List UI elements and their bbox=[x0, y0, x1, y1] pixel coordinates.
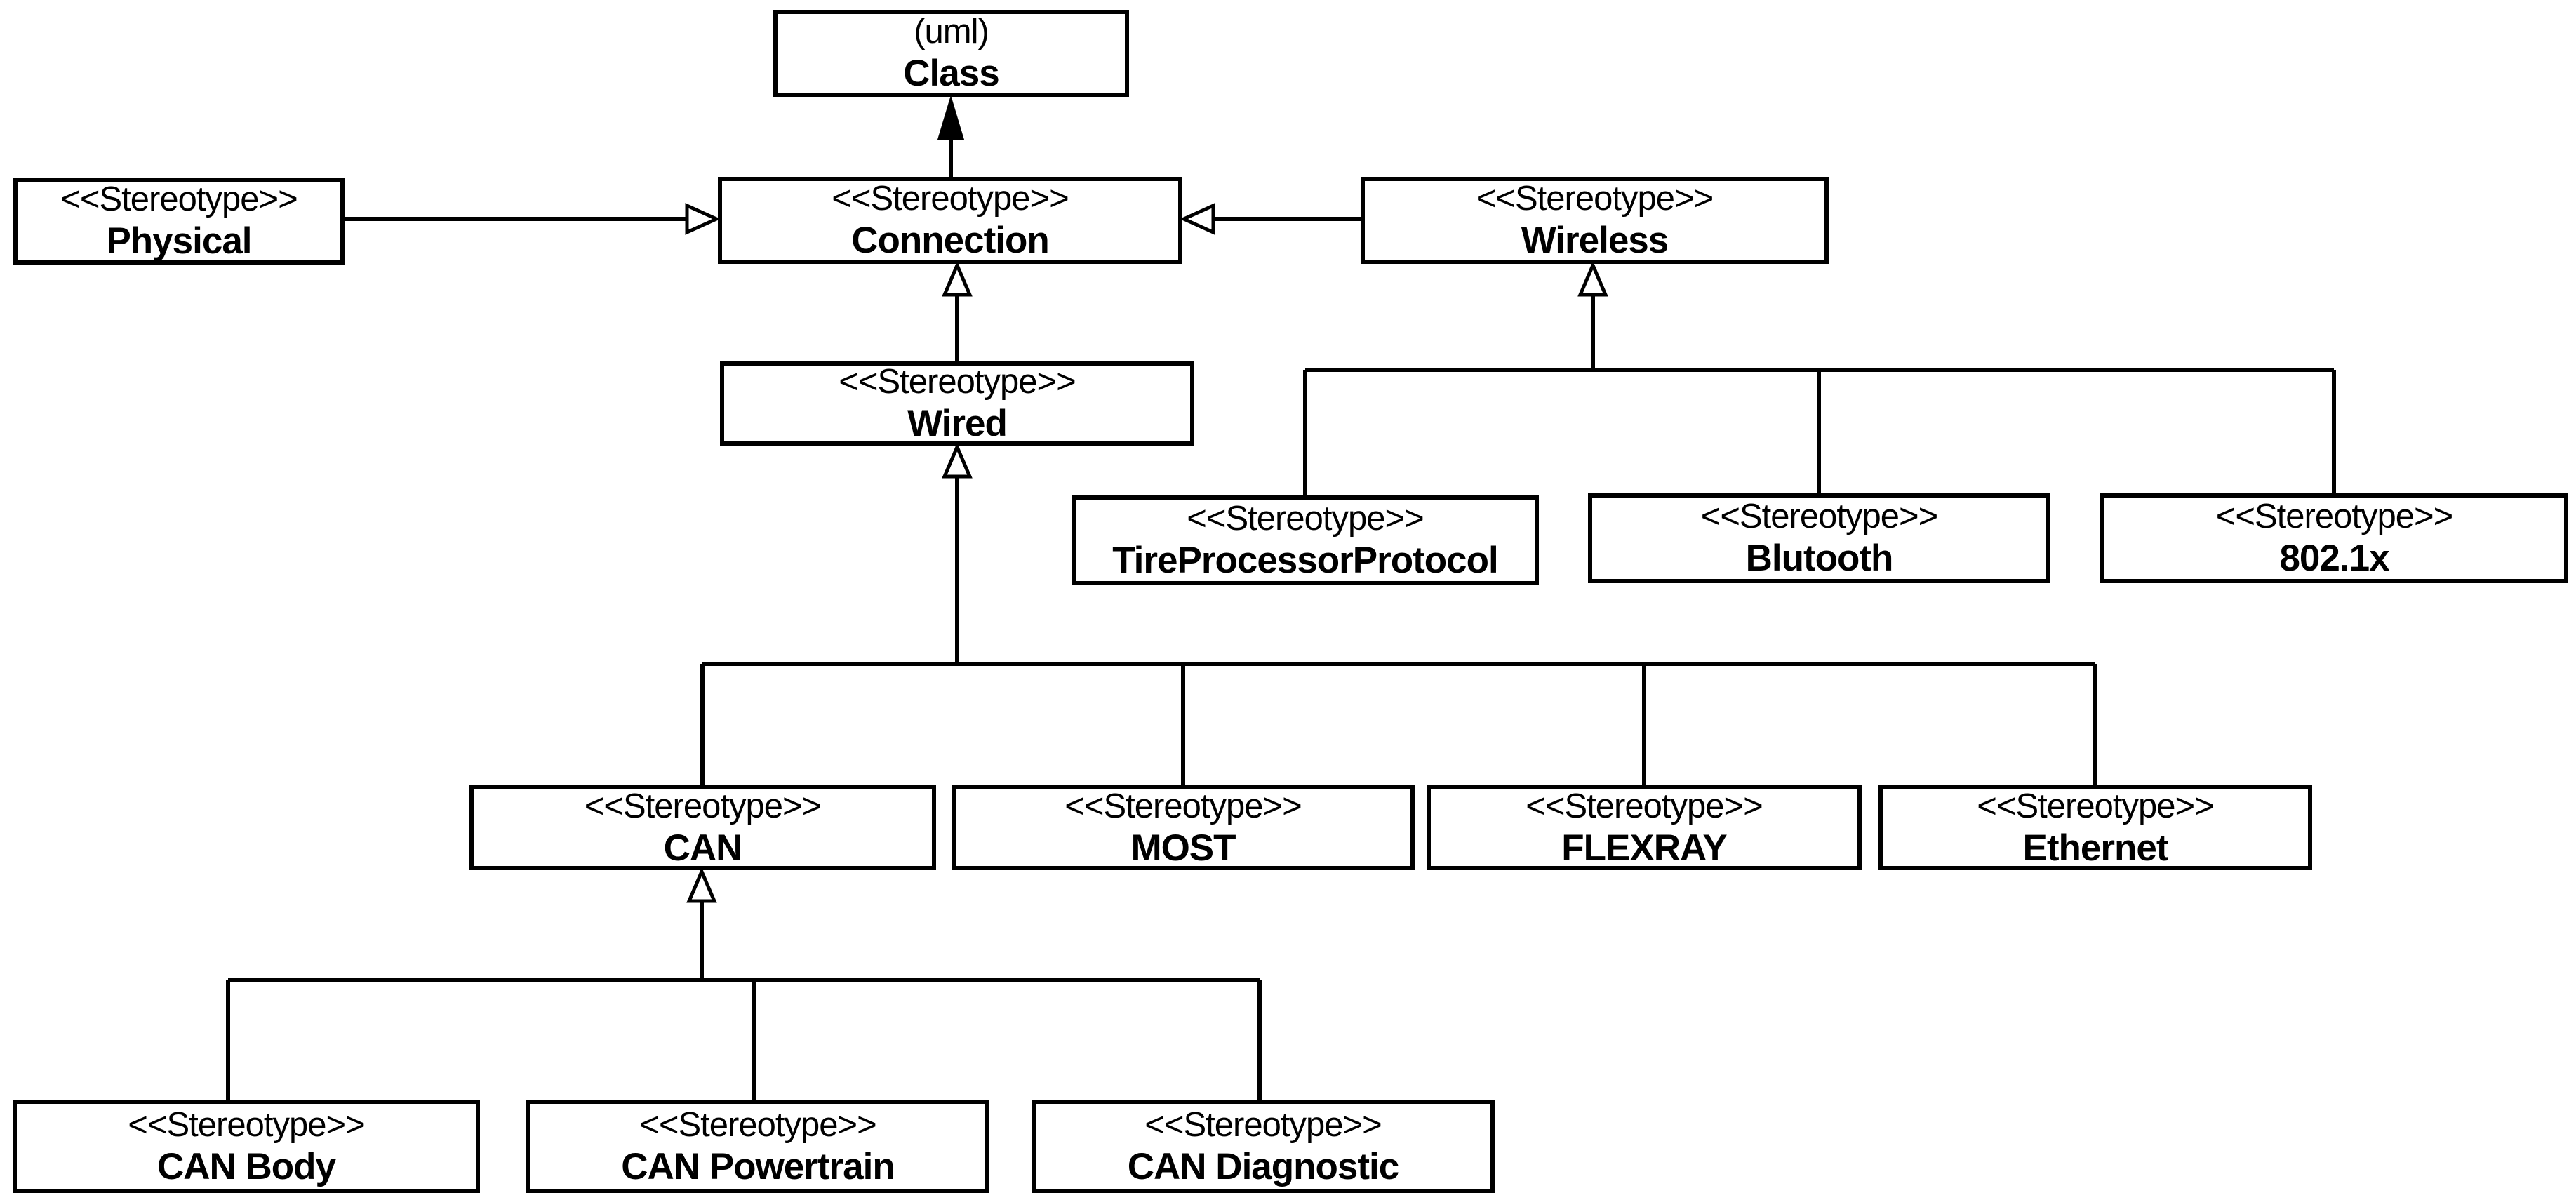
edge-physical-connection bbox=[343, 203, 721, 235]
node-tire-processor-protocol: <<Stereotype>> TireProcessorProtocol bbox=[1072, 495, 1539, 585]
node-name-label: 802.1x bbox=[2279, 538, 2389, 579]
node-connection: <<Stereotype>> Connection bbox=[718, 177, 1182, 264]
stereotype-tag: <<Stereotype>> bbox=[2215, 498, 2453, 535]
node-name-label: Class bbox=[903, 53, 999, 94]
node-name-label: Physical bbox=[106, 220, 252, 262]
stereotype-tag: <<Stereotype>> bbox=[832, 180, 1069, 218]
node-802-1x: <<Stereotype>> 802.1x bbox=[2100, 493, 2568, 583]
stereotype-tag: <<Stereotype>> bbox=[1526, 787, 1763, 825]
node-name-label: CAN Diagnostic bbox=[1127, 1145, 1399, 1187]
node-can-powertrain: <<Stereotype>> CAN Powertrain bbox=[526, 1100, 989, 1193]
stereotype-tag: <<Stereotype>> bbox=[639, 1105, 876, 1144]
node-name-label: CAN bbox=[663, 827, 743, 869]
node-name-label: FLEXRAY bbox=[1561, 827, 1727, 869]
node-name-label: CAN Body bbox=[156, 1145, 336, 1187]
node-blutooth: <<Stereotype>> Blutooth bbox=[1588, 493, 2050, 583]
tree-wired-children bbox=[700, 442, 2097, 787]
node-can-body: <<Stereotype>> CAN Body bbox=[13, 1100, 480, 1193]
edge-wireless-connection bbox=[1179, 203, 1362, 235]
node-name-label: Wireless bbox=[1521, 220, 1669, 261]
edge-connection-class bbox=[937, 95, 965, 177]
node-flexray: <<Stereotype>> FLEXRAY bbox=[1427, 785, 1862, 870]
node-wired: <<Stereotype>> Wired bbox=[720, 361, 1194, 446]
node-wireless: <<Stereotype>> Wireless bbox=[1361, 177, 1829, 264]
stereotype-tag: <<Stereotype>> bbox=[1187, 500, 1424, 538]
metaclass-tag: (uml) bbox=[914, 13, 989, 51]
hollow-arrowhead-up bbox=[1577, 260, 1608, 297]
stereotype-tag: <<Stereotype>> bbox=[1700, 498, 1938, 535]
node-most: <<Stereotype>> MOST bbox=[952, 785, 1415, 870]
stereotype-tag: <<Stereotype>> bbox=[60, 180, 298, 218]
node-name-label: Connection bbox=[851, 220, 1049, 261]
hollow-arrowhead-up bbox=[942, 260, 973, 297]
node-name-label: TireProcessorProtocol bbox=[1112, 540, 1498, 581]
stereotype-tag: <<Stereotype>> bbox=[128, 1105, 365, 1144]
stereotype-tag: <<Stereotype>> bbox=[1476, 180, 1714, 218]
node-ethernet: <<Stereotype>> Ethernet bbox=[1878, 785, 2312, 870]
stereotype-tag: <<Stereotype>> bbox=[1977, 787, 2214, 825]
node-name-label: CAN Powertrain bbox=[621, 1145, 895, 1187]
stereotype-tag: <<Stereotype>> bbox=[1144, 1105, 1382, 1144]
node-name-label: Wired bbox=[907, 403, 1008, 444]
stereotype-tag: <<Stereotype>> bbox=[1065, 787, 1302, 825]
node-uml-class: (uml) Class bbox=[773, 10, 1129, 97]
hollow-arrowhead-left bbox=[1179, 203, 1215, 235]
stereotype-tag: <<Stereotype>> bbox=[839, 363, 1076, 401]
hollow-arrowhead-up bbox=[686, 867, 717, 903]
node-name-label: Blutooth bbox=[1745, 538, 1894, 579]
node-physical: <<Stereotype>> Physical bbox=[13, 178, 345, 265]
filled-arrowhead-up bbox=[937, 95, 965, 140]
node-can: <<Stereotype>> CAN bbox=[469, 785, 936, 870]
tree-wireless-children bbox=[1303, 260, 2336, 497]
node-name-label: Ethernet bbox=[2022, 827, 2169, 869]
stereotype-tag: <<Stereotype>> bbox=[584, 787, 822, 825]
tree-can-children bbox=[226, 867, 1262, 1101]
hollow-arrowhead-up bbox=[942, 442, 973, 479]
hollow-arrowhead-right bbox=[685, 203, 721, 235]
node-can-diagnostic: <<Stereotype>> CAN Diagnostic bbox=[1032, 1100, 1495, 1193]
edge-wired-connection bbox=[942, 260, 973, 363]
node-name-label: MOST bbox=[1130, 827, 1236, 869]
